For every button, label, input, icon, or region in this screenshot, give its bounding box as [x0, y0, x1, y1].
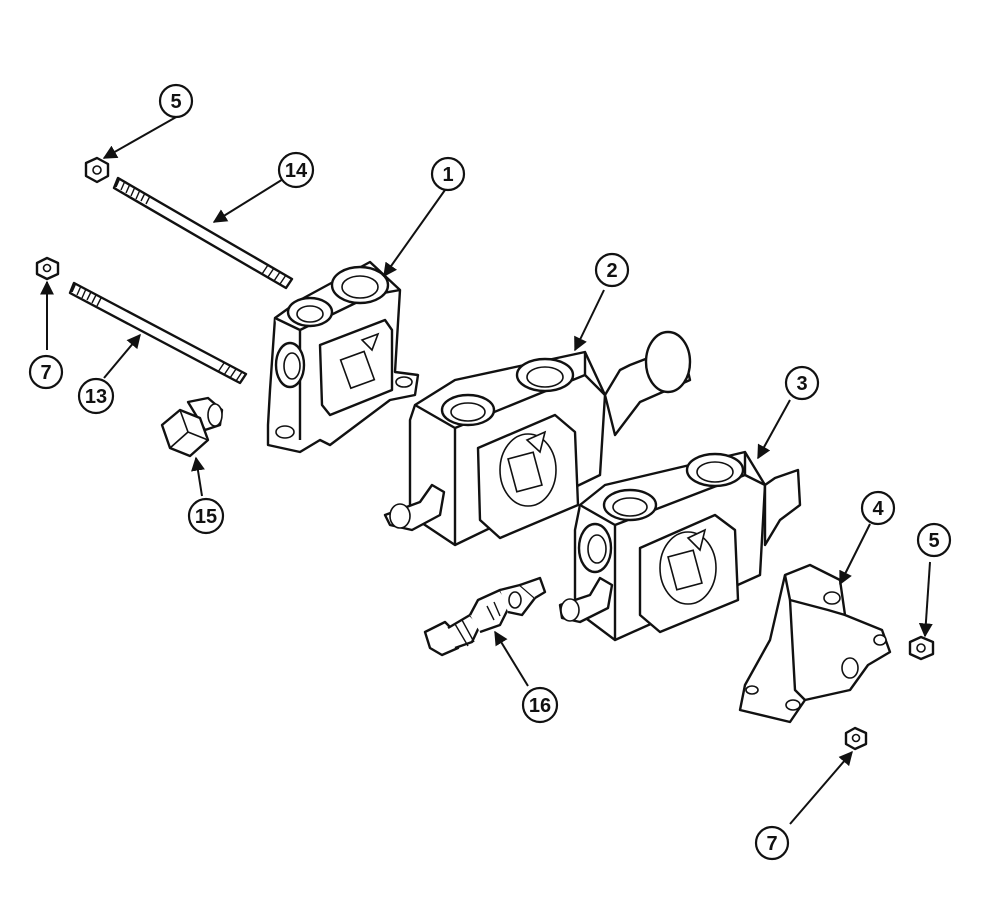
control-section-front	[383, 330, 692, 547]
hex-nut-bottom	[844, 726, 868, 751]
tie-stud-lower	[68, 281, 248, 385]
outlet-end-cover	[738, 563, 892, 724]
callout-14-label: 14	[285, 160, 308, 182]
callout-5-upper-label: 5	[170, 91, 181, 113]
callout-2: 2	[594, 252, 630, 288]
callout-1: 1	[430, 156, 466, 192]
callout-16-label: 16	[529, 695, 551, 717]
callout-3-label: 3	[796, 373, 807, 395]
callout-5-upper: 5	[158, 83, 194, 119]
callout-7-left: 7	[28, 354, 64, 390]
callout-5-right: 5	[916, 522, 952, 558]
callout-7-bottom-label: 7	[766, 833, 777, 855]
callout-4-label: 4	[872, 498, 884, 520]
hex-nut-left	[35, 256, 60, 281]
callout-13: 13	[77, 377, 115, 415]
callout-7-left-label: 7	[40, 362, 51, 384]
callout-15: 15	[187, 497, 225, 535]
callout-14: 14	[277, 151, 315, 189]
control-section-rear	[558, 450, 802, 642]
callout-3: 3	[784, 365, 820, 401]
callout-2-label: 2	[606, 260, 617, 282]
relief-valve-cartridge	[423, 576, 547, 657]
callout-16: 16	[521, 686, 559, 724]
hex-nut-right	[908, 635, 935, 661]
callout-1-label: 1	[442, 164, 453, 186]
callout-15-label: 15	[195, 506, 217, 528]
callout-5-right-label: 5	[928, 530, 939, 552]
callout-7-bottom: 7	[754, 825, 790, 861]
leader-lines	[40, 115, 933, 825]
hex-nut-upper-left	[84, 156, 110, 184]
callout-13-label: 13	[85, 386, 107, 408]
tie-stud-upper	[112, 176, 294, 290]
port-plug	[160, 396, 224, 458]
callout-4: 4	[860, 490, 896, 526]
inlet-end-section	[266, 260, 420, 454]
